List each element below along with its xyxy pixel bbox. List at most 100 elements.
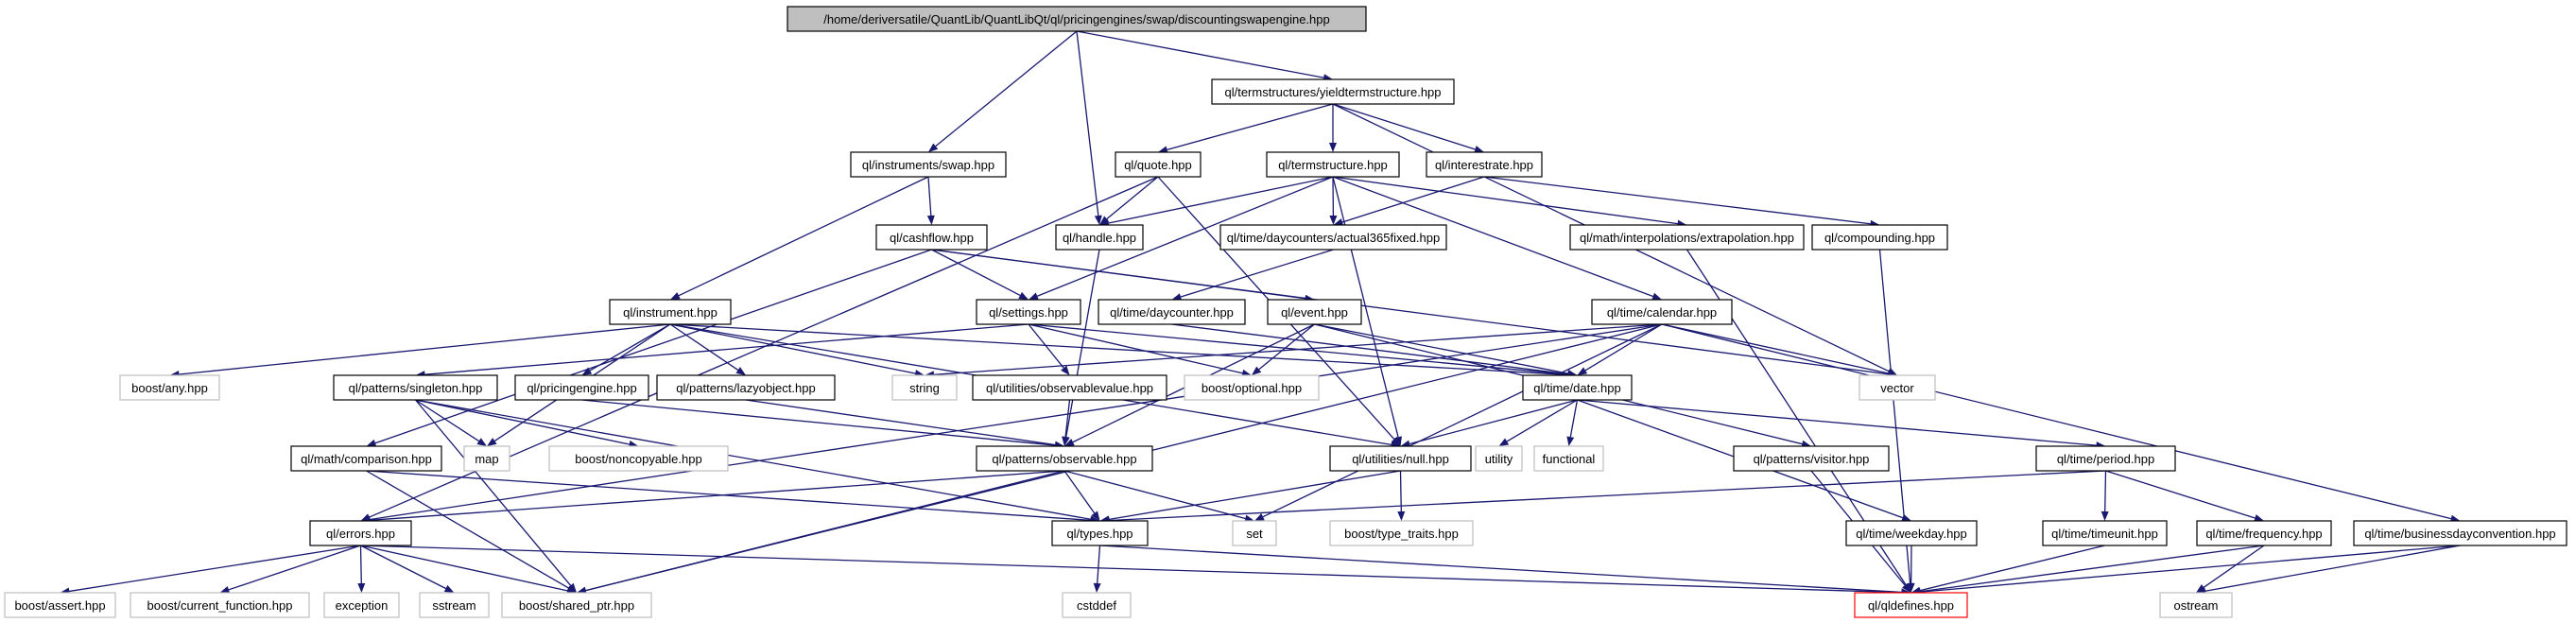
node-assert[interactable]: boost/assert.hpp <box>4 592 116 618</box>
node-box[interactable] <box>4 592 116 618</box>
node-types[interactable]: ql/types.hpp <box>1051 520 1149 546</box>
node-interestrate[interactable]: ql/interestrate.hpp <box>1426 151 1543 178</box>
node-cstddef[interactable]: cstddef <box>1062 592 1132 618</box>
node-box[interactable] <box>1591 299 1733 325</box>
node-period[interactable]: ql/time/period.hpp <box>2035 445 2176 472</box>
node-box[interactable] <box>309 520 412 546</box>
node-box[interactable] <box>463 445 510 472</box>
node-currentfunction[interactable]: boost/current_function.hpp <box>130 592 310 618</box>
node-swap[interactable]: ql/instruments/swap.hpp <box>850 151 1007 178</box>
node-box[interactable] <box>1115 151 1202 178</box>
node-box[interactable] <box>1266 151 1400 178</box>
node-root[interactable]: /home/deriversatile/QuantLib/QuantLibQt/… <box>787 6 1367 32</box>
node-typetraits[interactable]: boost/type_traits.hpp <box>1329 520 1474 546</box>
node-box[interactable] <box>419 592 490 618</box>
node-box[interactable] <box>1219 224 1447 251</box>
node-box[interactable] <box>972 374 1167 401</box>
node-set[interactable]: set <box>1232 520 1277 546</box>
node-singleton[interactable]: ql/patterns/singleton.hpp <box>333 374 498 401</box>
node-box[interactable] <box>1051 520 1149 546</box>
node-bdc[interactable]: ql/time/businessdayconvention.hpp <box>2353 520 2567 546</box>
node-visitor[interactable]: ql/patterns/visitor.hpp <box>1733 445 1890 472</box>
node-box[interactable] <box>1854 592 1968 618</box>
node-box[interactable] <box>656 374 836 401</box>
node-daycounter[interactable]: ql/time/daycounter.hpp <box>1098 299 1246 325</box>
node-box[interactable] <box>787 6 1367 32</box>
node-actual365[interactable]: ql/time/daycounters/actual365fixed.hpp <box>1219 224 1447 251</box>
node-box[interactable] <box>290 445 442 472</box>
node-observable[interactable]: ql/patterns/observable.hpp <box>976 445 1153 472</box>
node-box[interactable] <box>1184 374 1320 401</box>
node-sstream[interactable]: sstream <box>419 592 490 618</box>
node-null[interactable]: ql/utilities/null.hpp <box>1329 445 1472 472</box>
node-string[interactable]: string <box>891 374 958 401</box>
node-cashflow[interactable]: ql/cashflow.hpp <box>875 224 988 251</box>
node-box[interactable] <box>1845 520 1978 546</box>
node-box[interactable] <box>2035 445 2176 472</box>
node-settings[interactable]: ql/settings.hpp <box>976 299 1081 325</box>
node-boostany[interactable]: boost/any.hpp <box>119 374 220 401</box>
node-box[interactable] <box>1329 445 1472 472</box>
node-box[interactable] <box>1055 224 1144 251</box>
node-box[interactable] <box>501 592 652 618</box>
node-box[interactable] <box>1522 374 1633 401</box>
node-quote[interactable]: ql/quote.hpp <box>1115 151 1202 178</box>
node-comparison[interactable]: ql/math/comparison.hpp <box>290 445 442 472</box>
node-noncopyable[interactable]: boost/noncopyable.hpp <box>548 445 729 472</box>
node-map[interactable]: map <box>463 445 510 472</box>
node-utility[interactable]: utility <box>1475 445 1523 472</box>
node-box[interactable] <box>1475 445 1523 472</box>
node-box[interactable] <box>875 224 988 251</box>
node-errors[interactable]: ql/errors.hpp <box>309 520 412 546</box>
node-compounding[interactable]: ql/compounding.hpp <box>1811 224 1948 251</box>
node-box[interactable] <box>1062 592 1132 618</box>
node-optional[interactable]: boost/optional.hpp <box>1184 374 1320 401</box>
node-box[interactable] <box>1569 224 1805 251</box>
node-box[interactable] <box>609 299 732 325</box>
node-box[interactable] <box>2196 520 2332 546</box>
node-box[interactable] <box>850 151 1007 178</box>
node-extrapolation[interactable]: ql/math/interpolations/extrapolation.hpp <box>1569 224 1805 251</box>
node-ostream[interactable]: ostream <box>2159 592 2233 618</box>
node-lazyobject[interactable]: ql/patterns/lazyobject.hpp <box>656 374 836 401</box>
node-handle[interactable]: ql/handle.hpp <box>1055 224 1144 251</box>
node-box[interactable] <box>1533 445 1604 472</box>
node-box[interactable] <box>1426 151 1543 178</box>
node-box[interactable] <box>1267 299 1362 325</box>
node-box[interactable] <box>333 374 498 401</box>
node-box[interactable] <box>1811 224 1948 251</box>
node-box[interactable] <box>1329 520 1474 546</box>
node-date[interactable]: ql/time/date.hpp <box>1522 374 1633 401</box>
node-timeunit[interactable]: ql/time/timeunit.hpp <box>2042 520 2168 546</box>
node-box[interactable] <box>891 374 958 401</box>
node-observablevalue[interactable]: ql/utilities/observablevalue.hpp <box>972 374 1167 401</box>
node-weekday[interactable]: ql/time/weekday.hpp <box>1845 520 1978 546</box>
node-box[interactable] <box>1098 299 1246 325</box>
node-box[interactable] <box>976 445 1153 472</box>
node-box[interactable] <box>323 592 400 618</box>
node-box[interactable] <box>548 445 729 472</box>
node-box[interactable] <box>2042 520 2168 546</box>
node-functional[interactable]: functional <box>1533 445 1604 472</box>
node-box[interactable] <box>1733 445 1890 472</box>
node-box[interactable] <box>1859 374 1936 401</box>
node-pricingengine[interactable]: ql/pricingengine.hpp <box>514 374 649 401</box>
node-instrument[interactable]: ql/instrument.hpp <box>609 299 732 325</box>
node-calendar[interactable]: ql/time/calendar.hpp <box>1591 299 1733 325</box>
node-box[interactable] <box>1211 78 1455 105</box>
node-box[interactable] <box>119 374 220 401</box>
node-yieldts[interactable]: ql/termstructures/yieldtermstructure.hpp <box>1211 78 1455 105</box>
node-box[interactable] <box>130 592 310 618</box>
node-termstructure[interactable]: ql/termstructure.hpp <box>1266 151 1400 178</box>
node-sharedptr[interactable]: boost/shared_ptr.hpp <box>501 592 652 618</box>
node-vector[interactable]: vector <box>1859 374 1936 401</box>
node-qldefines[interactable]: ql/qldefines.hpp <box>1854 592 1968 618</box>
node-box[interactable] <box>1232 520 1277 546</box>
node-frequency[interactable]: ql/time/frequency.hpp <box>2196 520 2332 546</box>
node-box[interactable] <box>2159 592 2233 618</box>
node-box[interactable] <box>2353 520 2567 546</box>
node-exception[interactable]: exception <box>323 592 400 618</box>
node-event[interactable]: ql/event.hpp <box>1267 299 1362 325</box>
node-box[interactable] <box>976 299 1081 325</box>
node-box[interactable] <box>514 374 649 401</box>
